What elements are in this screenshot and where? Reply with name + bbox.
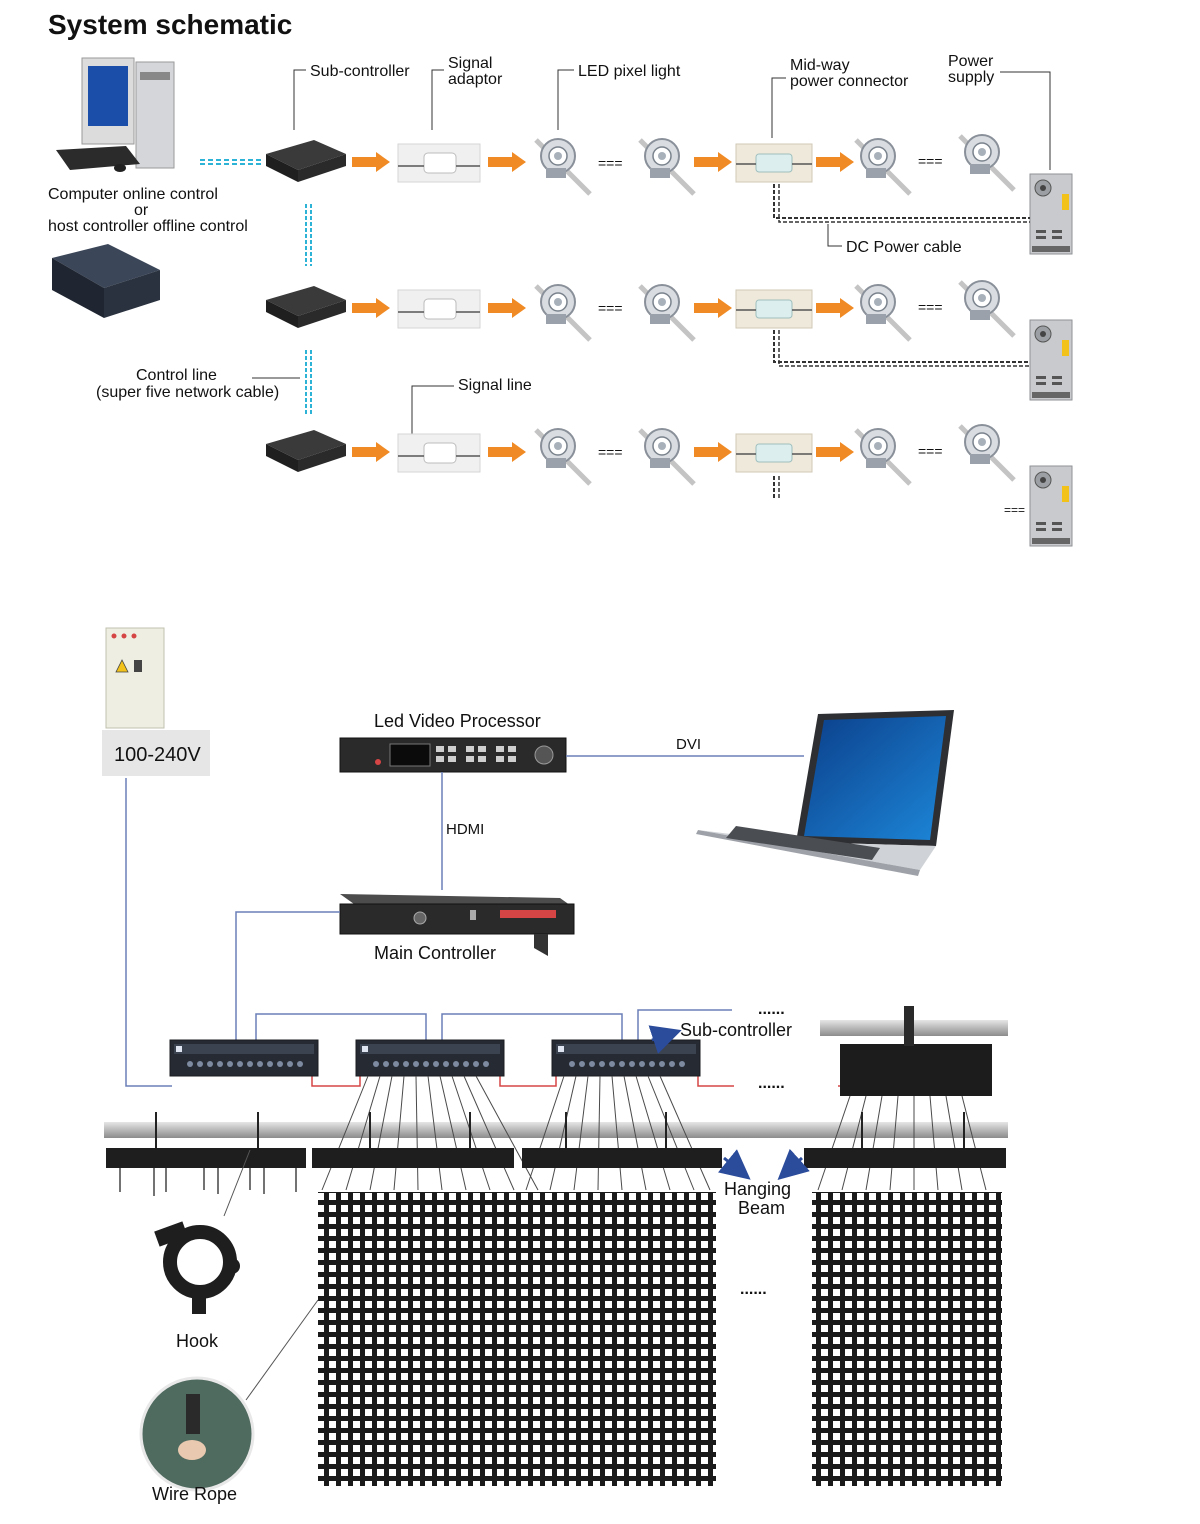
- dots-top: ......: [758, 1001, 785, 1018]
- ellipsis-marker: ===: [918, 299, 943, 315]
- hdmi-label: HDMI: [446, 821, 484, 838]
- hook-illustration: [154, 1221, 240, 1314]
- dvi-label: DVI: [676, 736, 701, 753]
- dots-screen: ......: [740, 1281, 767, 1298]
- dc-cable-label: DC Power cable: [846, 239, 962, 256]
- control-line-label-2: (super five network cable): [96, 384, 279, 401]
- wire-rope-label: Wire Rope: [152, 1484, 237, 1504]
- led-pixel-label: LED pixel light: [578, 63, 681, 80]
- ellipsis-marker: ===: [598, 300, 623, 316]
- midway-label-1: Mid-way: [790, 57, 850, 74]
- voltage-label: 100-240V: [114, 744, 201, 766]
- signal-line-label: Signal line: [458, 377, 532, 394]
- host-controller-illustration: [52, 244, 160, 318]
- main-controller-device: [339, 894, 575, 956]
- sub-controller-4: [840, 1044, 992, 1096]
- hanging-beam-label-2: Beam: [738, 1198, 785, 1218]
- power-supply-label-2: supply: [948, 69, 994, 86]
- computer-label-3: host controller offline control: [48, 218, 248, 235]
- wire-rope-pointer-line: [245, 1299, 319, 1401]
- signal-adaptor-label-1: Signal: [448, 55, 492, 72]
- ellipsis-marker: ===: [918, 153, 943, 169]
- power-supply-label-1: Power: [948, 53, 994, 70]
- hanging-pipe: [104, 1122, 1008, 1138]
- chain-row-1: === ===: [266, 135, 1073, 255]
- led-mesh-screen-2: [812, 1192, 1002, 1486]
- video-processor-device: [339, 737, 567, 773]
- hook-label: Hook: [176, 1331, 219, 1351]
- chain-row-3: === === ===: [266, 425, 1073, 547]
- sub-controller-label: Sub-controller: [310, 63, 410, 80]
- sub-controller-1: [169, 1039, 319, 1077]
- chain-row-2: === ===: [266, 281, 1073, 401]
- computer-illustration: [56, 57, 175, 172]
- computer-label-1: Computer online control: [48, 186, 218, 203]
- laptop-illustration: [696, 710, 954, 876]
- ellipsis-marker: ===: [598, 155, 623, 171]
- network-link-top: [200, 159, 264, 165]
- led-mesh-screen-1: [318, 1192, 716, 1486]
- ellipsis-marker: ===: [1004, 503, 1025, 517]
- fan-cables: [321, 1075, 987, 1191]
- signal-adaptor-label-2: adaptor: [448, 71, 503, 88]
- hanging-beams: [106, 1112, 1006, 1196]
- network-cable-vertical: [305, 204, 312, 414]
- video-processor-label: Led Video Processor: [374, 711, 541, 731]
- ellipsis-marker: ===: [598, 444, 623, 460]
- ellipsis-marker: ===: [918, 443, 943, 459]
- voltage-box: [102, 730, 210, 776]
- main-to-sub-cables: [125, 778, 732, 1087]
- main-controller-label: Main Controller: [374, 943, 496, 963]
- sub-controller-2: [355, 1039, 505, 1077]
- midway-label-2: power connector: [790, 73, 909, 90]
- sub-controller-bottom-label: Sub-controller: [680, 1020, 792, 1040]
- control-line-label-1: Control line: [136, 367, 217, 384]
- hook-pointer-line: [223, 1149, 251, 1217]
- power-cabinet: [105, 627, 165, 729]
- sub-controller-3: [551, 1039, 701, 1077]
- page-title: System schematic: [48, 9, 292, 40]
- hanging-beam-label-1: Hanging: [724, 1179, 791, 1199]
- dots-mid: ......: [758, 1075, 785, 1092]
- computer-label-2: or: [134, 202, 149, 219]
- wire-rope-illustration: [139, 1376, 255, 1492]
